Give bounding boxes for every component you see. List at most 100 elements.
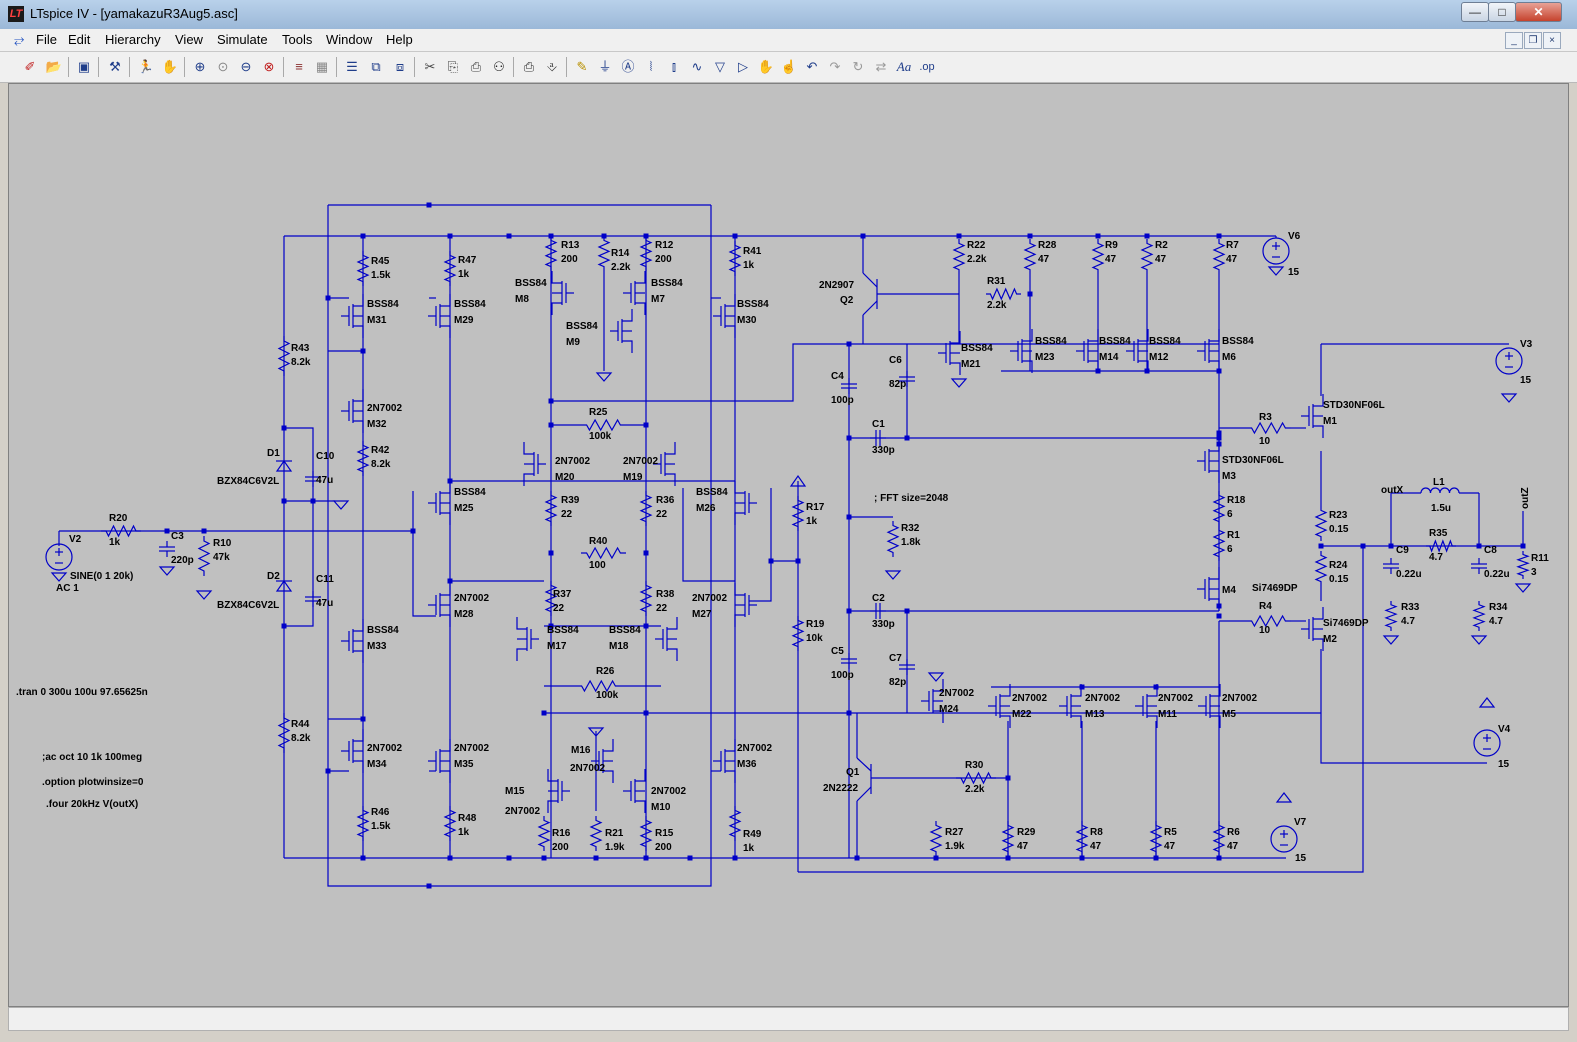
run-icon[interactable]: 🏃	[137, 59, 155, 74]
resistor-r20[interactable]	[101, 524, 141, 538]
menu-window[interactable]: Window	[326, 32, 373, 47]
mosfet-m30[interactable]	[713, 294, 736, 338]
close-button[interactable]: ✕	[1515, 2, 1562, 22]
spice-directive-icon[interactable]: .op	[919, 61, 935, 73]
capacitor-c2[interactable]	[870, 603, 886, 619]
resistor-r31[interactable]	[986, 287, 1021, 301]
capacitor-c10[interactable]	[305, 471, 321, 487]
capacitor-c6[interactable]	[899, 371, 915, 387]
mosfet-m4[interactable]	[1197, 567, 1220, 611]
undo-icon[interactable]: ↶	[806, 59, 818, 74]
resistor-r47[interactable]	[443, 251, 457, 286]
capacitor-icon[interactable]: ⫾	[671, 59, 677, 74]
resistor-r40[interactable]	[581, 546, 626, 560]
capacitor-c7[interactable]	[899, 659, 915, 675]
resistor-r2[interactable]	[1140, 239, 1154, 274]
resistor-r48[interactable]	[443, 806, 457, 841]
zener-d2[interactable]	[275, 579, 293, 592]
resistor-r29[interactable]	[1001, 821, 1015, 856]
halt-hand-icon[interactable]: ✋	[161, 59, 179, 74]
resistor-r17[interactable]	[791, 496, 805, 531]
mosfet-m34[interactable]	[341, 729, 364, 773]
redo-icon[interactable]: ↷	[829, 59, 841, 74]
voltage-source-v2[interactable]	[45, 543, 73, 571]
mdi-close-button[interactable]: ×	[1543, 32, 1561, 49]
wire-pencil-icon[interactable]: ✎	[576, 59, 588, 74]
capacitor-c9[interactable]	[1383, 558, 1399, 574]
mdi-minimize-button[interactable]: _	[1505, 32, 1523, 49]
mosfet-m36[interactable]	[713, 739, 736, 783]
zoom-fit-icon[interactable]: ⊙	[217, 59, 229, 74]
mosfet-m2[interactable]	[1301, 607, 1324, 651]
mosfet-m23[interactable]	[1010, 329, 1033, 373]
resistor-r25[interactable]	[581, 418, 626, 432]
mosfet-m31[interactable]	[341, 294, 364, 338]
menu-help[interactable]: Help	[386, 32, 413, 47]
zoom-in-icon[interactable]: ⊕	[194, 59, 206, 74]
menu-hierarchy[interactable]: Hierarchy	[105, 32, 161, 47]
wire[interactable]	[551, 343, 1219, 402]
resistor-r11[interactable]	[1516, 551, 1530, 579]
voltage-source-v6[interactable]	[1262, 237, 1290, 265]
wire[interactable]	[1320, 649, 1487, 764]
hammer-icon[interactable]: ⚒	[109, 59, 121, 74]
mosfet-m3[interactable]	[1197, 439, 1220, 483]
voltage-source-v4[interactable]	[1473, 729, 1501, 757]
mosfet-m12[interactable]	[1126, 329, 1149, 373]
resistor-r10[interactable]	[197, 536, 211, 576]
waveform-icon[interactable]: ≡	[295, 59, 303, 74]
resistor-r37[interactable]	[544, 581, 558, 616]
save-icon[interactable]: ▣	[77, 59, 91, 74]
resistor-r27[interactable]	[929, 821, 943, 856]
resistor-r21[interactable]	[589, 816, 603, 851]
tile-horizontal-icon[interactable]: ☰	[346, 59, 358, 74]
mosfet-m32[interactable]	[341, 389, 364, 433]
capacitor-c11[interactable]	[305, 591, 321, 607]
resistor-r49[interactable]	[728, 806, 742, 841]
menu-tools[interactable]: Tools	[282, 32, 313, 47]
wire[interactable]	[412, 491, 436, 617]
resistor-r4[interactable]	[1246, 614, 1291, 628]
resistor-r15[interactable]	[639, 816, 653, 851]
wire[interactable]	[284, 427, 314, 627]
resistor-r38[interactable]	[639, 581, 653, 616]
wire[interactable]	[682, 488, 735, 582]
bjt-q1[interactable]	[856, 757, 872, 802]
resistor-r6[interactable]	[1212, 821, 1226, 856]
text-tool-icon[interactable]: Aa	[896, 59, 912, 74]
print-preview-icon[interactable]: ⎙	[523, 59, 535, 74]
resistor-r44[interactable]	[277, 713, 291, 753]
resistor-r23[interactable]	[1314, 506, 1328, 541]
tile-vertical-icon[interactable]: ⧈	[395, 59, 405, 74]
resistor-r9[interactable]	[1091, 239, 1105, 274]
resistor-r18[interactable]	[1212, 491, 1226, 526]
drag-hand-icon[interactable]: ☝	[780, 59, 798, 74]
mosfet-m28[interactable]	[428, 583, 451, 627]
capacitor-c3[interactable]	[159, 541, 175, 557]
capacitor-c4[interactable]	[841, 378, 857, 394]
resistor-r36[interactable]	[639, 491, 653, 526]
wire[interactable]	[798, 546, 1364, 873]
mosfet-m7[interactable]	[623, 271, 646, 315]
minimize-button[interactable]: —	[1461, 2, 1489, 22]
print-icon[interactable]: ⎀	[546, 59, 558, 74]
paste-icon[interactable]: ⎙	[470, 59, 482, 74]
mosfet-m9[interactable]	[610, 309, 633, 353]
mosfet-m6[interactable]	[1197, 329, 1220, 373]
copy-icon[interactable]: ⎘	[447, 59, 459, 74]
title-bar[interactable]: LT LTspice IV - [yamakazuR3Aug5.asc] — □…	[0, 0, 1577, 30]
mosfet-m18[interactable]	[655, 617, 678, 661]
mosfet-m11[interactable]	[1135, 684, 1158, 728]
resistor-r7[interactable]	[1212, 239, 1226, 274]
mosfet-m10[interactable]	[623, 769, 646, 813]
resistor-r24[interactable]	[1314, 551, 1328, 586]
mosfet-m26[interactable]	[734, 481, 757, 525]
ltspice-logo-icon[interactable]: LT	[8, 6, 24, 22]
mosfet-m19[interactable]	[653, 442, 676, 486]
mosfet-m21[interactable]	[938, 331, 961, 375]
capacitor-c8[interactable]	[1471, 558, 1487, 574]
menu-edit[interactable]: Edit	[68, 32, 91, 47]
move-hand-icon[interactable]: ✋	[757, 59, 775, 74]
resistor-r46[interactable]	[356, 806, 370, 841]
